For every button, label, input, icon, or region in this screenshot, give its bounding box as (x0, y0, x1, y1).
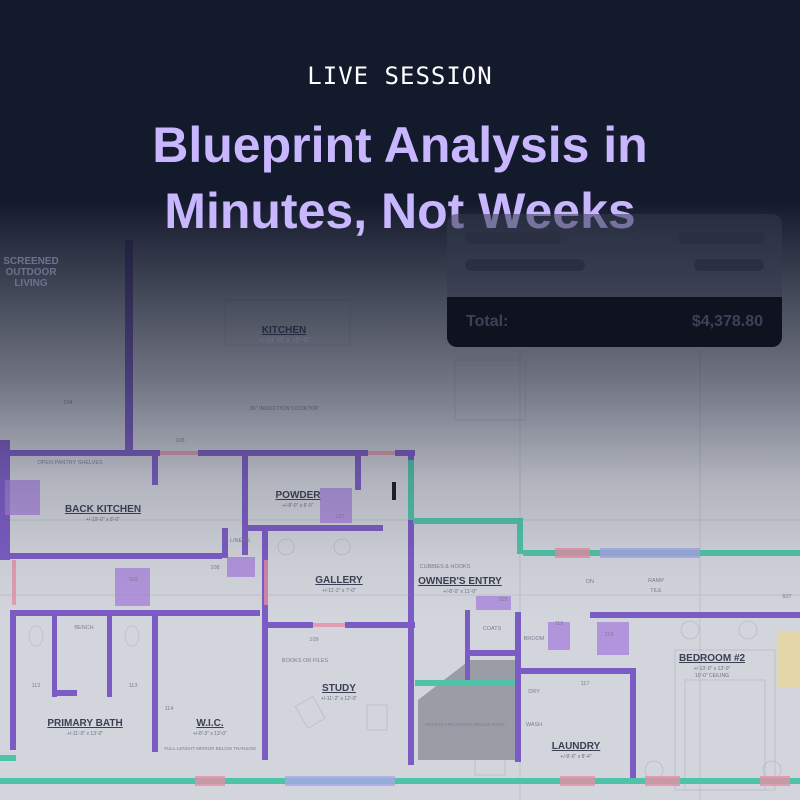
room-dims: +/-8'-0" x 11'-0" (443, 589, 477, 595)
plan-note: 36" INDUCTION COOKTOP (249, 406, 318, 412)
room-tag: 109 (309, 637, 318, 643)
total-value: $4,378.80 (691, 313, 763, 330)
plan-note: CUBBIES & HOOKS (420, 564, 471, 570)
room-label-laundry: LAUNDRY (552, 741, 601, 752)
room-label-kitchen: KITCHEN (262, 325, 306, 336)
room-label-owners-entry: OWNER'S ENTRY (418, 576, 502, 587)
plan-note: RECESS APPLIANCES BELOW STAIR (425, 722, 505, 727)
room-tag: 106 (175, 438, 184, 444)
total-label: Total: (466, 313, 509, 330)
plan-note: COATS (483, 626, 502, 632)
placeholder-line (678, 232, 764, 244)
room-label-gallery: GALLERY (315, 575, 363, 586)
room-label-study: STUDY (322, 683, 356, 694)
plan-note: FULL-LENGHT MIRROR BELOW TRANSOM (164, 746, 256, 751)
plan-note: BROOM (524, 636, 545, 642)
room-dims: +/-8'-0" x 6'-0" (282, 503, 313, 509)
room-dims: +/-19'-0" x 8'-0" (86, 517, 120, 523)
room-tag: 110 (129, 577, 138, 583)
room-label-primary-bath: PRIMARY BATH (47, 718, 122, 729)
room-tag: 108 (210, 565, 219, 571)
room-tag: 112 (32, 683, 41, 689)
room-dims: +/-8'-6" x 8'-4" (560, 754, 591, 760)
total-row: Total: $4,378.80 (447, 297, 782, 347)
room-tag: 104 (63, 400, 72, 406)
room-tag: 117 (581, 681, 590, 687)
room-label-bedroom-2: BEDROOM #2 (679, 653, 746, 664)
headline-line-1: Blueprint Analysis in (152, 117, 648, 173)
room-dims: +/-11'-0" x 13'-0" (67, 731, 104, 737)
room-tag: 115 (499, 597, 508, 603)
placeholder-line (694, 259, 764, 271)
placeholder-line (465, 232, 561, 244)
room-dims-kitchen: +/-21'-0" x 15'-0" (258, 337, 310, 344)
plan-note: LINENS (230, 538, 250, 544)
room-label-back-kitchen: BACK KITCHEN (65, 504, 141, 515)
plan-note: TILE (650, 588, 662, 594)
room-tag: 107 (335, 514, 344, 520)
eyebrow-label: LIVE SESSION (307, 62, 493, 90)
plan-note: WASH (526, 722, 542, 728)
room-label-outdoor-living: SCREENED OUTDOOR LIVING (3, 256, 59, 289)
room-tag: 113 (129, 683, 138, 689)
room-dims: +/-11'-2" x 7'-0" (322, 588, 356, 594)
plan-note: DRY (528, 689, 540, 695)
room-dims: +/-8'-3" x 13'-0" (193, 731, 227, 737)
plan-note: RAMP (648, 578, 664, 584)
headline: Blueprint Analysis in Minutes, Not Weeks (0, 112, 800, 244)
room-tag: 114 (165, 706, 174, 712)
plan-note: BOOKS OR FILES (282, 658, 328, 664)
room-note: 10'-0" CEILING (695, 673, 729, 679)
room-label-wic: W.I.C. (196, 718, 223, 729)
room-tag: 116 (555, 621, 564, 627)
plan-note: OPEN PANTRY SHELVES (37, 460, 103, 466)
placeholder-line (465, 259, 585, 271)
room-dims: +/-11'-2" x 12'-0" (321, 696, 358, 702)
plan-note: BENCH (74, 625, 93, 631)
estimate-card: Total: $4,378.80 (447, 214, 782, 347)
plan-note: DN (586, 579, 594, 585)
room-dims: +/-13'-0" x 13'-0" (694, 666, 731, 672)
room-tag: 118 (605, 632, 614, 638)
room-tag: 607 (782, 594, 791, 600)
room-label-powder: POWDER (276, 490, 322, 501)
